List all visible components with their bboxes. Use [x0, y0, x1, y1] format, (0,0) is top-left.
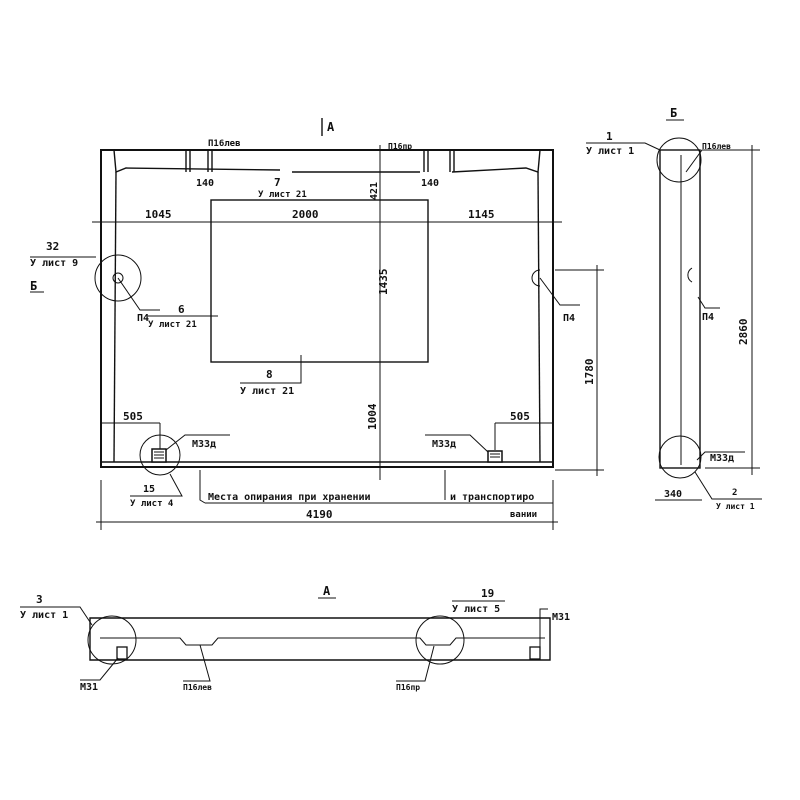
support-note-line3: вании — [510, 510, 537, 520]
mounting-p4-right — [531, 269, 541, 287]
detail-circle-32 — [94, 254, 142, 302]
node15-number: 15 — [143, 484, 155, 495]
label-p4-side: П4 — [702, 312, 714, 323]
dim-1435: 1435 — [377, 269, 390, 296]
hatch — [490, 453, 500, 458]
node7-sheet: У лист 21 — [258, 190, 307, 200]
bottom-inner-line — [100, 637, 545, 646]
node7-number: 7 — [274, 176, 281, 189]
section-mark-a: A — [327, 120, 335, 134]
node19-sheet: У лист 5 — [452, 604, 500, 615]
dim-4190: 4190 — [306, 508, 333, 521]
side-view: Б 1 У лист 1 П16лев П4 2860 М33д 340 2 У… — [586, 106, 762, 511]
hatch — [154, 451, 164, 459]
mounting-p4-side — [687, 267, 693, 283]
main-view: A П16лев П16пр 140 140 7 У лист 21 421 1… — [30, 118, 604, 530]
section-mark-b: Б — [30, 279, 37, 293]
label-p16-right: П16пр — [388, 142, 412, 151]
dim-421: 421 — [369, 182, 380, 200]
node15-sheet: У лист 4 — [130, 499, 174, 509]
label-p16-side: П16лев — [702, 142, 731, 151]
dim-2000: 2000 — [292, 208, 319, 221]
mounting-p4-left — [112, 272, 124, 284]
node8-sheet: У лист 21 — [240, 386, 294, 397]
node2-number: 2 — [732, 488, 737, 498]
leader-line — [183, 644, 211, 682]
dim-140-left: 140 — [196, 178, 214, 189]
dim-505-left: 505 — [123, 410, 143, 423]
side-view-title: Б — [670, 106, 677, 120]
node3-sheet: У лист 1 — [20, 610, 68, 621]
label-m31-right: М31 — [552, 612, 570, 623]
detail-circle-1 — [656, 137, 702, 183]
node3-number: 3 — [36, 593, 43, 606]
label-m33d-right: М33д — [432, 439, 456, 450]
node6-sheet: У лист 21 — [148, 320, 197, 330]
panel-outline — [100, 149, 554, 468]
node32-sheet: У лист 9 — [30, 258, 78, 269]
leader-line — [694, 471, 762, 500]
leader-line — [396, 645, 435, 682]
node32-number: 32 — [46, 240, 59, 253]
label-m33d-side: М33д — [710, 453, 734, 464]
support-note-line2: и транспортиро — [450, 492, 534, 503]
node1-number: 1 — [606, 130, 613, 143]
side-panel-outline — [659, 149, 701, 469]
leader-line — [696, 451, 745, 461]
label-p16-bottom-right: П16пр — [396, 683, 420, 692]
leader-line — [586, 142, 661, 151]
leader-line — [697, 296, 720, 309]
detail-circle-3 — [87, 615, 137, 665]
label-p4-right: П4 — [563, 313, 575, 324]
dim-340: 340 — [664, 489, 682, 500]
leader-line — [240, 355, 302, 384]
dim-1004: 1004 — [366, 403, 379, 430]
dim-505-right: 505 — [510, 410, 530, 423]
detail-circle-15 — [139, 434, 181, 476]
dim-140-right: 140 — [421, 178, 439, 189]
label-p4-left: П4 — [137, 313, 149, 324]
leader-line — [117, 277, 160, 311]
leader-line — [539, 277, 580, 306]
window-opening — [210, 199, 429, 363]
left-rib — [113, 171, 117, 463]
leader-line — [20, 606, 93, 626]
dim-1045: 1045 — [145, 208, 172, 221]
node2-sheet: У лист 1 — [716, 502, 755, 511]
dim-1145: 1145 — [468, 208, 495, 221]
right-rib — [537, 171, 541, 463]
leader-line — [80, 657, 119, 681]
leader-line — [130, 473, 183, 497]
detail-circle-19 — [415, 615, 465, 665]
support-arrows — [199, 470, 446, 504]
leader-line — [425, 434, 489, 453]
node6-number: 6 — [178, 303, 185, 316]
bottom-panel-outline — [89, 617, 551, 661]
embedded-part-m31-left — [116, 646, 128, 660]
node1-sheet: У лист 1 — [586, 146, 634, 157]
label-m31-left: М31 — [80, 682, 98, 693]
lifting-loops — [185, 150, 455, 172]
dim-2860: 2860 — [737, 319, 750, 346]
support-note-line1: Места опирания при хранении — [208, 492, 371, 503]
label-p16-bottom-left: П16лев — [183, 683, 212, 692]
dim-1780: 1780 — [583, 359, 596, 386]
node8-number: 8 — [266, 368, 273, 381]
leader-line — [685, 149, 745, 173]
bottom-view-title: А — [323, 584, 331, 598]
detail-circle-2 — [658, 435, 702, 479]
leader-line — [539, 608, 548, 647]
node19-number: 19 — [481, 587, 494, 600]
label-p16-left: П16лев — [208, 139, 241, 149]
label-m33d-left: М33д — [192, 439, 216, 450]
bottom-view: А 3 У лист 1 М31 П16лев 19 У лист 5 М31 … — [20, 584, 570, 693]
panel-top-rib — [113, 149, 541, 173]
embedded-part-m31-right — [529, 646, 541, 660]
leader-line — [165, 434, 230, 451]
